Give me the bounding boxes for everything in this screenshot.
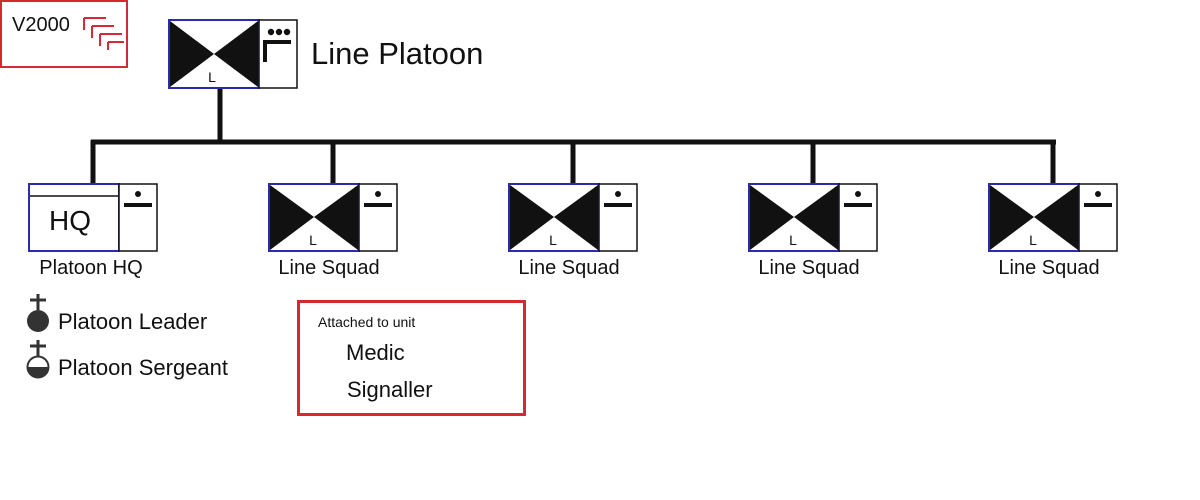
platoon-type-letter: L: [208, 69, 216, 85]
squad-type-letter: L: [789, 232, 797, 248]
version-stripes-icon: [83, 17, 124, 50]
squad-type-letter: L: [309, 232, 317, 248]
attachments-title: Attached to unit: [318, 314, 416, 330]
line-squad-symbol-4: L: [988, 183, 1118, 252]
line-squad-symbol-1: L: [268, 183, 398, 252]
squad-echelon-icon: [1084, 191, 1112, 207]
platoon-unit-symbol: L: [168, 19, 298, 89]
unit-label-line-squad: Line Squad: [758, 257, 860, 279]
platoon-echelon-icon: [263, 28, 291, 62]
squad-echelon-icon: [364, 191, 392, 207]
squad-echelon-icon: [844, 191, 872, 207]
hq-type-text: HQ: [49, 205, 91, 236]
squad-echelon-icon: [604, 191, 632, 207]
line-squad-symbol-2: L: [508, 183, 638, 252]
page-title: Line Platoon: [311, 36, 484, 71]
platoon-hq-symbol: HQ: [28, 183, 158, 252]
attachment-signaller: Signaller: [347, 377, 433, 402]
legend-platoon-leader: Platoon Leader: [58, 309, 208, 334]
unit-label-platoon-hq: Platoon HQ: [39, 257, 143, 279]
version-tag: V2000: [12, 14, 70, 36]
attachments-box: [297, 300, 526, 416]
attachment-medic: Medic: [346, 340, 405, 365]
platoon-sergeant-icon: [26, 340, 50, 379]
squad-echelon-icon: [124, 191, 152, 207]
unit-label-line-squad: Line Squad: [518, 257, 620, 279]
squad-type-letter: L: [549, 232, 557, 248]
unit-label-line-squad: Line Squad: [278, 257, 380, 279]
legend-platoon-sergeant: Platoon Sergeant: [58, 355, 229, 380]
squad-type-letter: L: [1029, 232, 1037, 248]
unit-label-line-squad: Line Squad: [998, 257, 1100, 279]
connector-lines: [90, 88, 1056, 184]
line-squad-symbol-3: L: [748, 183, 878, 252]
platoon-leader-icon: [27, 294, 49, 332]
